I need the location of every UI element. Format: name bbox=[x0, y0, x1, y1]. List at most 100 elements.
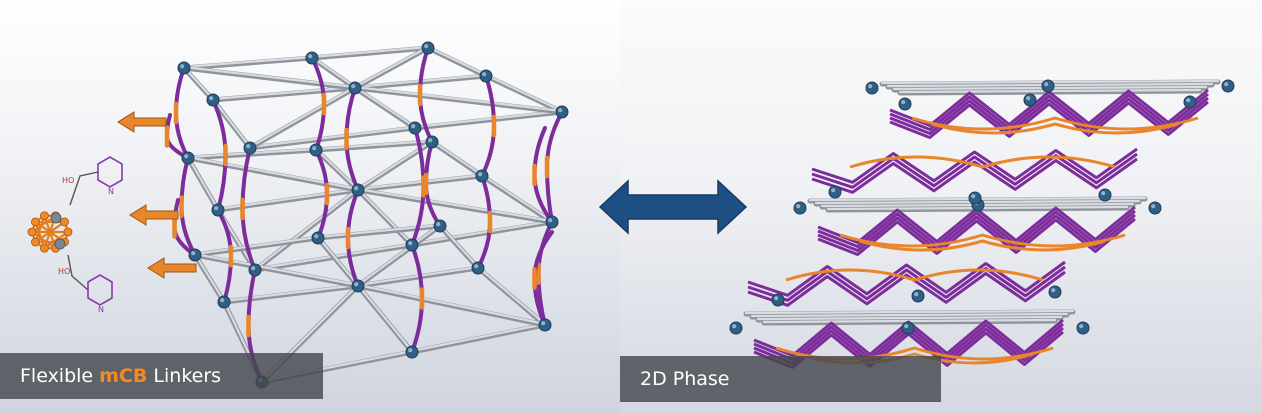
metal-node bbox=[1098, 188, 1112, 202]
pyridine-ring-bottom bbox=[87, 274, 113, 306]
gray-strut-highlight bbox=[186, 155, 220, 211]
metal-node-highlight bbox=[1026, 96, 1031, 101]
metal-node-highlight bbox=[251, 266, 256, 271]
metal-node-highlight bbox=[209, 96, 214, 101]
metal-node-highlight bbox=[541, 321, 546, 326]
metal-node bbox=[217, 295, 231, 309]
metal-node-highlight bbox=[831, 188, 836, 193]
metal-node-highlight bbox=[558, 108, 563, 113]
metal-node-highlight bbox=[411, 124, 416, 129]
caption-flexible-linkers: Flexible mCB Linkers bbox=[0, 353, 323, 399]
metal-node bbox=[243, 141, 257, 155]
gray-strut-highlight bbox=[186, 155, 360, 191]
metal-node bbox=[188, 248, 202, 262]
metal-node-highlight bbox=[548, 218, 553, 223]
mcb-linker-molecule-icon: N N HO HO bbox=[27, 156, 123, 314]
gray-strut-highlight bbox=[476, 265, 547, 326]
metal-node bbox=[901, 321, 915, 335]
gray-strut-highlight bbox=[353, 85, 417, 129]
pyridine-ring-top bbox=[97, 156, 123, 188]
metal-node bbox=[408, 121, 422, 135]
metal-node bbox=[1023, 93, 1037, 107]
metal-node-highlight bbox=[971, 194, 976, 199]
gray-strut-highlight bbox=[248, 125, 417, 149]
gray-strut-highlight bbox=[430, 139, 484, 177]
metal-node-highlight bbox=[1044, 82, 1049, 87]
metal-node bbox=[405, 345, 419, 359]
metal-node bbox=[348, 81, 362, 95]
gray-strut-highlight bbox=[353, 45, 430, 89]
gray-strut-highlight bbox=[356, 223, 442, 287]
metal-node-highlight bbox=[868, 84, 873, 89]
purple-zigzag-linker bbox=[811, 152, 1138, 189]
gray-strut-highlight bbox=[193, 235, 320, 256]
hydroxyl-label-bottom: HO bbox=[58, 267, 70, 276]
purple-zigzag-linker bbox=[747, 265, 1066, 302]
metal-node-highlight bbox=[246, 144, 251, 149]
metal-node-highlight bbox=[1079, 324, 1084, 329]
metal-node bbox=[898, 97, 912, 111]
metal-node-highlight bbox=[482, 72, 487, 77]
gray-strut-highlight bbox=[426, 45, 488, 77]
metal-node-highlight bbox=[180, 64, 185, 69]
metal-node-highlight bbox=[220, 298, 225, 303]
gray-strut-highlight bbox=[193, 252, 360, 287]
metal-node bbox=[211, 203, 225, 217]
purple-zigzag-linker bbox=[889, 96, 1209, 135]
metal-node-highlight bbox=[796, 204, 801, 209]
metal-node bbox=[351, 279, 365, 293]
orange-wave-linker bbox=[859, 239, 1106, 252]
layered-2d-phase bbox=[729, 79, 1235, 369]
gray-strut-highlight bbox=[356, 173, 484, 191]
caption-prefix: Flexible bbox=[20, 365, 100, 387]
gray-strut-highlight bbox=[182, 55, 314, 69]
metal-node bbox=[911, 289, 925, 303]
boron-atom bbox=[40, 211, 49, 221]
metal-node-highlight bbox=[354, 186, 359, 191]
cage-bond bbox=[43, 231, 69, 250]
metal-node bbox=[793, 201, 807, 215]
metal-node bbox=[1048, 285, 1062, 299]
metal-node-highlight bbox=[436, 222, 441, 227]
gray-strut-highlight bbox=[356, 187, 554, 223]
gray-strut-highlight bbox=[211, 85, 357, 101]
gray-strut-highlight bbox=[314, 139, 434, 151]
metal-node-highlight bbox=[1186, 98, 1191, 103]
metal-node-highlight bbox=[478, 172, 483, 177]
carborane-cage bbox=[27, 211, 73, 253]
gray-strut-highlight bbox=[182, 65, 357, 89]
metal-node-highlight bbox=[428, 138, 433, 143]
double-headed-arrow-icon bbox=[598, 179, 748, 235]
gray-strut-highlight bbox=[248, 85, 357, 149]
metal-node bbox=[405, 238, 419, 252]
boron-atom bbox=[31, 217, 40, 227]
metal-node-highlight bbox=[1101, 191, 1106, 196]
caption-suffix: Linkers bbox=[147, 365, 222, 387]
metal-node bbox=[177, 61, 191, 75]
purple-zigzag-linker bbox=[747, 270, 1066, 307]
gray-strut-highlight bbox=[316, 223, 442, 239]
gray-strut-highlight bbox=[314, 147, 360, 191]
gray-strut-highlight bbox=[353, 85, 564, 113]
boron-atom bbox=[31, 237, 40, 247]
gray-strut-highlight bbox=[413, 109, 564, 129]
purple-zigzag-linker bbox=[747, 260, 1066, 297]
gray-strut-highlight bbox=[484, 73, 564, 113]
metal-node bbox=[1221, 79, 1235, 93]
orange-wave-linker bbox=[839, 233, 1126, 248]
metal-node-highlight bbox=[308, 54, 313, 59]
metal-node-highlight bbox=[774, 296, 779, 301]
gray-strut-highlight bbox=[211, 97, 252, 149]
metal-node-highlight bbox=[214, 206, 219, 211]
metal-node bbox=[1041, 79, 1055, 93]
metal-node-highlight bbox=[901, 100, 906, 105]
cage-bond bbox=[34, 221, 66, 243]
nitrogen-label-top: N bbox=[108, 187, 114, 196]
gray-strut-highlight bbox=[410, 219, 554, 246]
metal-node bbox=[771, 293, 785, 307]
orange-wave-linker bbox=[849, 155, 1116, 169]
purple-zigzag-linker bbox=[811, 147, 1138, 184]
metal-node bbox=[309, 143, 323, 157]
carbon-atom bbox=[54, 238, 66, 250]
